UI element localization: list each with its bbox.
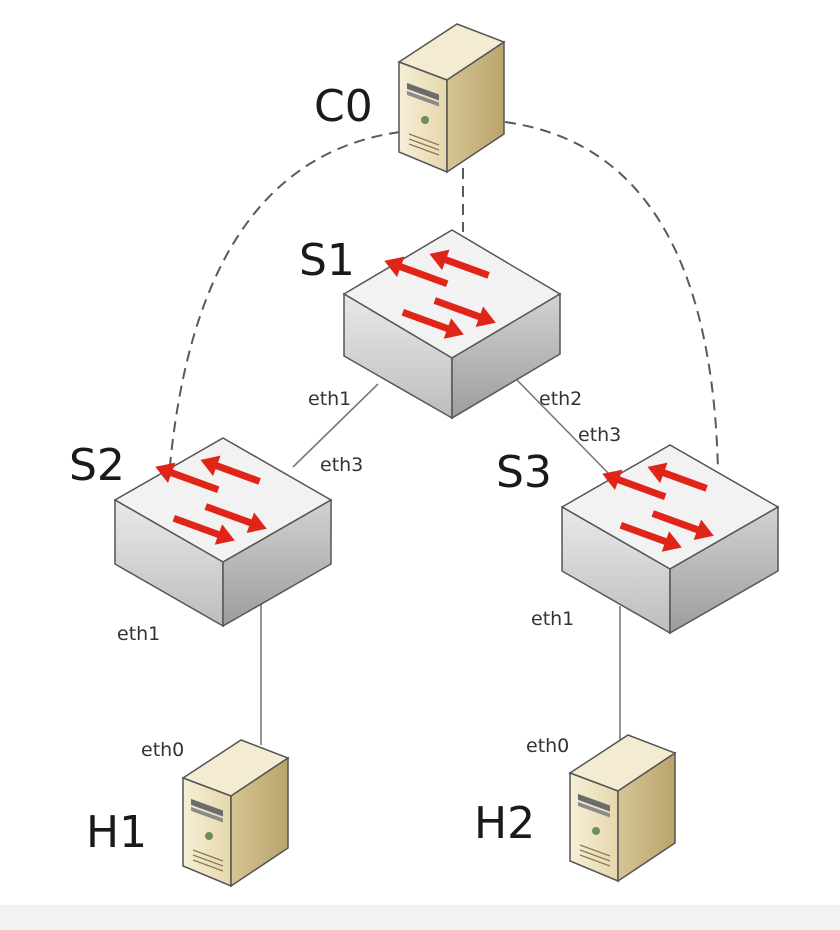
switch-s2[interactable] (113, 437, 333, 628)
topology-canvas: C0 S1 S2 S3 H1 H2 eth1 eth3 eth2 eth3 et… (69, 23, 780, 888)
label-s1: S1 (299, 235, 355, 286)
port-label-s1-eth2: eth2 (539, 388, 582, 410)
host-h2[interactable] (568, 734, 677, 883)
port-label-s2-eth1: eth1 (117, 623, 160, 645)
port-label-s2-eth3: eth3 (320, 454, 363, 476)
bottom-band (0, 905, 840, 930)
port-label-h1-eth0: eth0 (141, 739, 184, 761)
label-h1: H1 (86, 807, 147, 858)
switch-s3[interactable] (560, 444, 780, 635)
host-h1[interactable] (181, 739, 290, 888)
label-s2: S2 (69, 440, 125, 491)
link-s1-s2 (292, 383, 379, 468)
switch-icon (560, 444, 780, 635)
data-links (260, 379, 621, 745)
switch-s1[interactable] (342, 229, 562, 420)
label-h2: H2 (474, 798, 535, 849)
label-s3: S3 (496, 447, 552, 498)
link-s1-s3 (516, 379, 614, 479)
server-icon (397, 23, 506, 174)
port-label-s3-eth3: eth3 (578, 424, 621, 446)
controller-c0[interactable] (397, 23, 506, 174)
port-label-h2-eth0: eth0 (526, 735, 569, 757)
server-icon (568, 734, 677, 883)
control-link-c0-s3 (504, 121, 719, 471)
label-c0: C0 (314, 81, 373, 132)
switch-icon (342, 229, 562, 420)
server-icon (181, 739, 290, 888)
switch-icon (113, 437, 333, 628)
control-links (169, 121, 719, 471)
port-label-s1-eth1: eth1 (308, 388, 351, 410)
control-link-c0-s2 (169, 131, 401, 466)
port-label-s3-eth1: eth1 (531, 608, 574, 630)
